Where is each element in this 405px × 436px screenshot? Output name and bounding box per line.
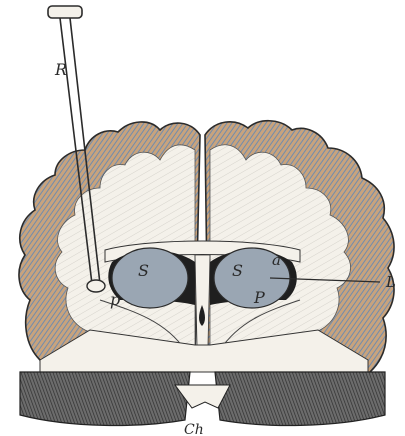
label-probe: R xyxy=(54,60,67,79)
label-lower-right: P xyxy=(253,288,265,307)
label-lower-left: p xyxy=(110,290,120,309)
label-bottom: Ch xyxy=(184,422,204,436)
left-peduncle xyxy=(20,372,190,425)
label-line-right: L xyxy=(385,273,396,291)
label-nucleus-left: S xyxy=(138,261,149,280)
label-nucleus-right: S xyxy=(232,261,243,280)
septum xyxy=(195,255,210,345)
left-nucleus xyxy=(112,248,188,308)
probe-tip xyxy=(87,280,105,292)
right-peduncle xyxy=(215,372,385,425)
label-a: a xyxy=(272,251,281,269)
probe-handle xyxy=(48,6,82,18)
